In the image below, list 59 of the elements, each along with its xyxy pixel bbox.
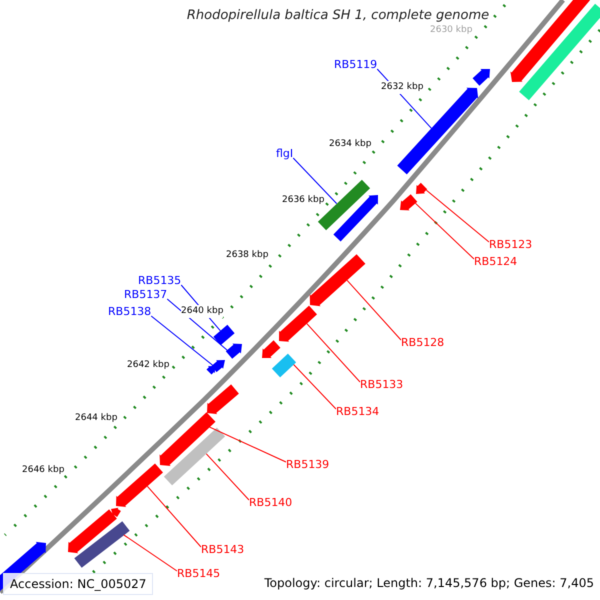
gene-bar xyxy=(164,428,226,486)
gene-label: RB5123 xyxy=(489,238,532,251)
gene-bar xyxy=(310,254,366,306)
scale-label: 2630 kbp xyxy=(430,24,472,37)
gene-label: flgI xyxy=(276,147,294,160)
scale-label: 2634 kbp xyxy=(329,138,372,151)
title: Rhodopirellula baltica SH 1, complete genome xyxy=(186,8,490,23)
gene-label: RB5119 xyxy=(334,58,378,71)
info-label: Topology: circular; Length: 7,145,576 bp; Genes: 7,405 xyxy=(264,575,594,591)
leader-line xyxy=(415,202,474,260)
leader-line xyxy=(426,190,490,242)
scale-label: 2646 kbp xyxy=(22,464,64,477)
gene-bar xyxy=(416,182,428,194)
gene-label: RB5138 xyxy=(108,305,152,318)
gene-label: RB5135 xyxy=(138,274,182,287)
gene-bar xyxy=(111,508,121,517)
scale-label: 2644 kbp xyxy=(75,412,118,425)
gene-label: RB5128 xyxy=(401,336,444,349)
scale-label: 2638 kbp xyxy=(226,249,268,262)
gene-label: RB5133 xyxy=(360,378,404,391)
leader-line xyxy=(208,426,286,462)
gene-bar xyxy=(74,521,130,568)
gene-bar xyxy=(333,195,378,242)
info-label: Accession: NC_005027 xyxy=(3,573,154,595)
gene-bar xyxy=(68,509,117,554)
gene-label: RB5139 xyxy=(286,458,330,471)
gene-bar xyxy=(226,344,242,359)
gene-bar xyxy=(519,4,600,100)
leader-line xyxy=(293,364,336,410)
scale-label: 2636 kbp xyxy=(282,194,324,207)
gene-bar xyxy=(400,194,418,210)
leader-line xyxy=(306,323,360,382)
gene-bar xyxy=(206,366,215,374)
scale-label: 2642 kbp xyxy=(127,359,170,372)
gene-bar xyxy=(213,324,235,346)
gene-bar xyxy=(160,412,216,466)
gene-bar xyxy=(116,464,163,507)
gene-bar xyxy=(472,69,490,86)
gene-label: RB5137 xyxy=(124,288,168,301)
gene-label: RB5145 xyxy=(177,567,220,580)
gene-bar xyxy=(212,360,225,372)
leader-line xyxy=(146,486,202,548)
gene-bar xyxy=(279,306,317,342)
gene-bar xyxy=(262,340,280,358)
leader-line xyxy=(292,158,338,204)
leader-line xyxy=(150,316,213,366)
gene-label: RB5134 xyxy=(336,405,380,418)
gene-label: RB5140 xyxy=(249,496,292,509)
leader-line xyxy=(206,453,250,500)
scale-label: 2640 kbp xyxy=(181,305,224,318)
gene-bar xyxy=(510,0,590,82)
leader-line xyxy=(346,280,402,340)
gene-label: RB5143 xyxy=(201,543,244,556)
gene-bar xyxy=(207,384,239,414)
leader-line xyxy=(166,298,228,351)
leader-line xyxy=(123,534,178,572)
scale-label: 2632 kbp xyxy=(381,81,424,94)
gene-label: RB5124 xyxy=(474,255,518,268)
gene-bar xyxy=(272,354,296,378)
